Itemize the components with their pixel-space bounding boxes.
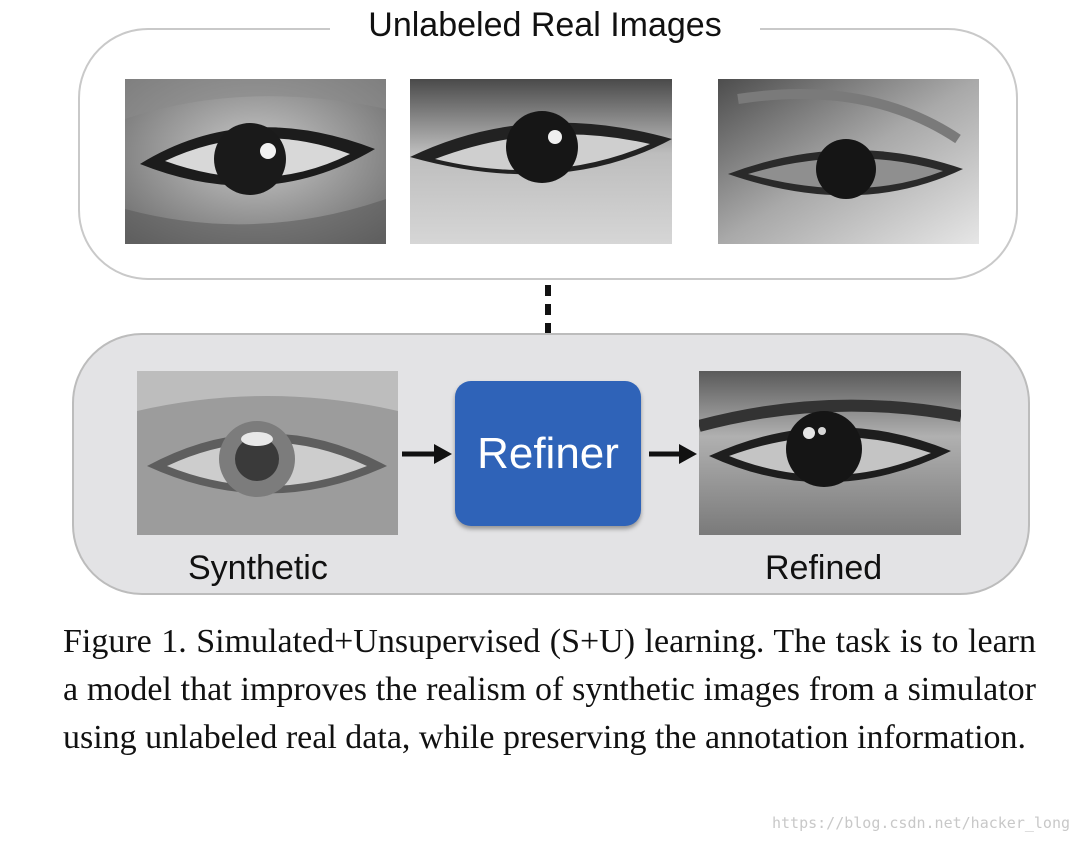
real-eye-image-3 (718, 79, 979, 244)
synthetic-eye-image (137, 371, 398, 535)
refiner-box: Refiner (455, 381, 641, 526)
figure-caption: Figure 1. Simulated+Unsupervised (S+U) l… (63, 623, 1036, 756)
real-eye-image-2 (410, 79, 672, 244)
unlabeled-real-images-title: Unlabeled Real Images (330, 2, 760, 48)
arrow-right-icon (649, 444, 697, 464)
refined-eye-image (699, 371, 961, 535)
synthetic-label: Synthetic (188, 549, 328, 587)
arrow-right-icon (402, 444, 452, 464)
watermark: https://blog.csdn.net/hacker_long (771, 814, 1070, 832)
real-eye-image-1 (125, 79, 386, 244)
refined-label: Refined (765, 549, 883, 587)
